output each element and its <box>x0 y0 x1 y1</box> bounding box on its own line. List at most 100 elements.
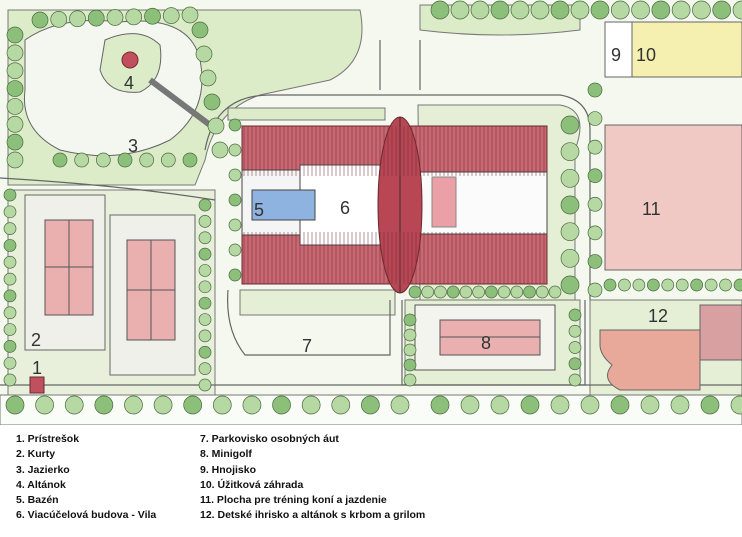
tree-icon <box>421 285 435 299</box>
label-4: 4 <box>124 73 134 93</box>
tree-icon <box>87 9 105 27</box>
tree-icon <box>198 280 212 294</box>
tree-icon <box>670 395 690 415</box>
tree-icon <box>587 225 603 241</box>
tree-icon <box>610 395 630 415</box>
tree-icon <box>5 395 25 415</box>
legend-column-right: 7. Parkovisko osobných áut 8. Minigolf 9… <box>200 432 425 524</box>
tree-icon <box>430 395 450 415</box>
tree-icon <box>182 152 198 168</box>
tree-icon <box>3 205 17 219</box>
tree-icon <box>6 44 24 62</box>
tree-icon <box>94 395 114 415</box>
label-10: 10 <box>636 45 656 65</box>
tree-icon <box>587 254 603 269</box>
legend-item: 4. Altánok <box>16 478 66 491</box>
legend-column-left: 1. Prístrešok 2. Kurty 3. Jazierko 4. Al… <box>16 432 156 524</box>
tree-icon <box>228 268 242 282</box>
legend-item: 2. Kurty <box>16 448 56 461</box>
tree-icon <box>3 188 17 202</box>
tree-icon <box>510 285 524 299</box>
tree-icon <box>198 198 212 212</box>
tree-icon <box>523 285 536 299</box>
tree-icon <box>692 0 711 20</box>
tree-icon <box>651 0 671 20</box>
label-8: 8 <box>481 333 491 353</box>
tree-icon <box>568 373 582 387</box>
tree-icon <box>704 278 718 292</box>
tree-icon <box>520 395 540 415</box>
tree-icon <box>497 285 511 299</box>
playground <box>599 329 701 391</box>
legend-item: 1. Prístrešok <box>16 433 80 445</box>
tree-icon <box>198 231 212 245</box>
tree-icon <box>35 395 54 415</box>
tree-icon <box>199 69 217 87</box>
tree-icon <box>587 111 603 126</box>
tree-icon <box>733 278 742 292</box>
tree-icon <box>6 151 24 169</box>
tree-icon <box>568 324 582 338</box>
tree-icon <box>603 278 617 292</box>
tree-icon <box>560 275 580 295</box>
tennis-courts <box>24 194 196 376</box>
tree-icon <box>587 282 603 298</box>
tree-icon <box>700 395 720 415</box>
kitchen-garden <box>631 21 742 78</box>
tree-icon <box>228 243 242 257</box>
tree-icon <box>560 195 580 215</box>
tree-icon <box>272 395 291 415</box>
legend-item: 10. Úžitková záhrada <box>200 478 304 491</box>
shelter <box>29 376 45 394</box>
tree-icon <box>331 395 351 415</box>
tree-icon <box>560 115 580 135</box>
tree-icon <box>560 142 580 162</box>
tree-icon <box>198 296 212 310</box>
tree-icon <box>580 395 600 415</box>
label-2: 2 <box>31 330 41 350</box>
tree-icon <box>6 26 24 44</box>
tree-icon <box>560 168 580 188</box>
tree-icon <box>228 143 242 157</box>
tree-icon <box>6 98 24 115</box>
tree-icon <box>3 272 17 286</box>
tree-icon <box>408 285 422 299</box>
tree-icon <box>6 133 24 151</box>
tree-icon <box>434 285 447 299</box>
gazebo-icon <box>121 51 139 69</box>
label-12: 12 <box>648 306 668 326</box>
legend-item: 7. Parkovisko osobných áut <box>200 433 339 445</box>
tree-icon <box>6 80 24 97</box>
tree-icon <box>632 278 646 292</box>
legend-item: 8. Minigolf <box>200 448 252 461</box>
tree-icon <box>472 285 485 299</box>
tree-icon <box>470 0 490 20</box>
label-5: 5 <box>254 200 264 220</box>
tree-icon <box>610 0 630 20</box>
map-labels: 1 2 3 4 5 6 7 8 9 10 11 12 <box>31 45 668 378</box>
tree-icon <box>535 285 549 299</box>
tree-icon <box>403 343 417 357</box>
tree-icon <box>117 152 133 168</box>
tree-icon <box>675 278 689 292</box>
tree-icon <box>459 285 473 299</box>
tree-icon <box>590 0 610 20</box>
tree-icon <box>203 93 221 111</box>
tree-icon <box>6 115 24 133</box>
tree-icon <box>450 0 470 20</box>
tree-icon <box>403 328 417 342</box>
tree-icon <box>550 0 570 20</box>
tree-icon <box>183 395 203 415</box>
tree-icon <box>181 6 199 24</box>
bridge <box>148 77 212 128</box>
tree-icon <box>403 358 417 372</box>
tree-icon <box>587 82 603 98</box>
tree-icon <box>3 239 17 252</box>
tree-icon <box>490 0 510 20</box>
tree-icon <box>162 7 180 24</box>
tree-icon <box>671 0 691 20</box>
tree-icon <box>228 118 242 132</box>
tree-icon <box>485 285 498 299</box>
tree-icon <box>125 8 143 26</box>
tree-icon <box>490 395 510 415</box>
